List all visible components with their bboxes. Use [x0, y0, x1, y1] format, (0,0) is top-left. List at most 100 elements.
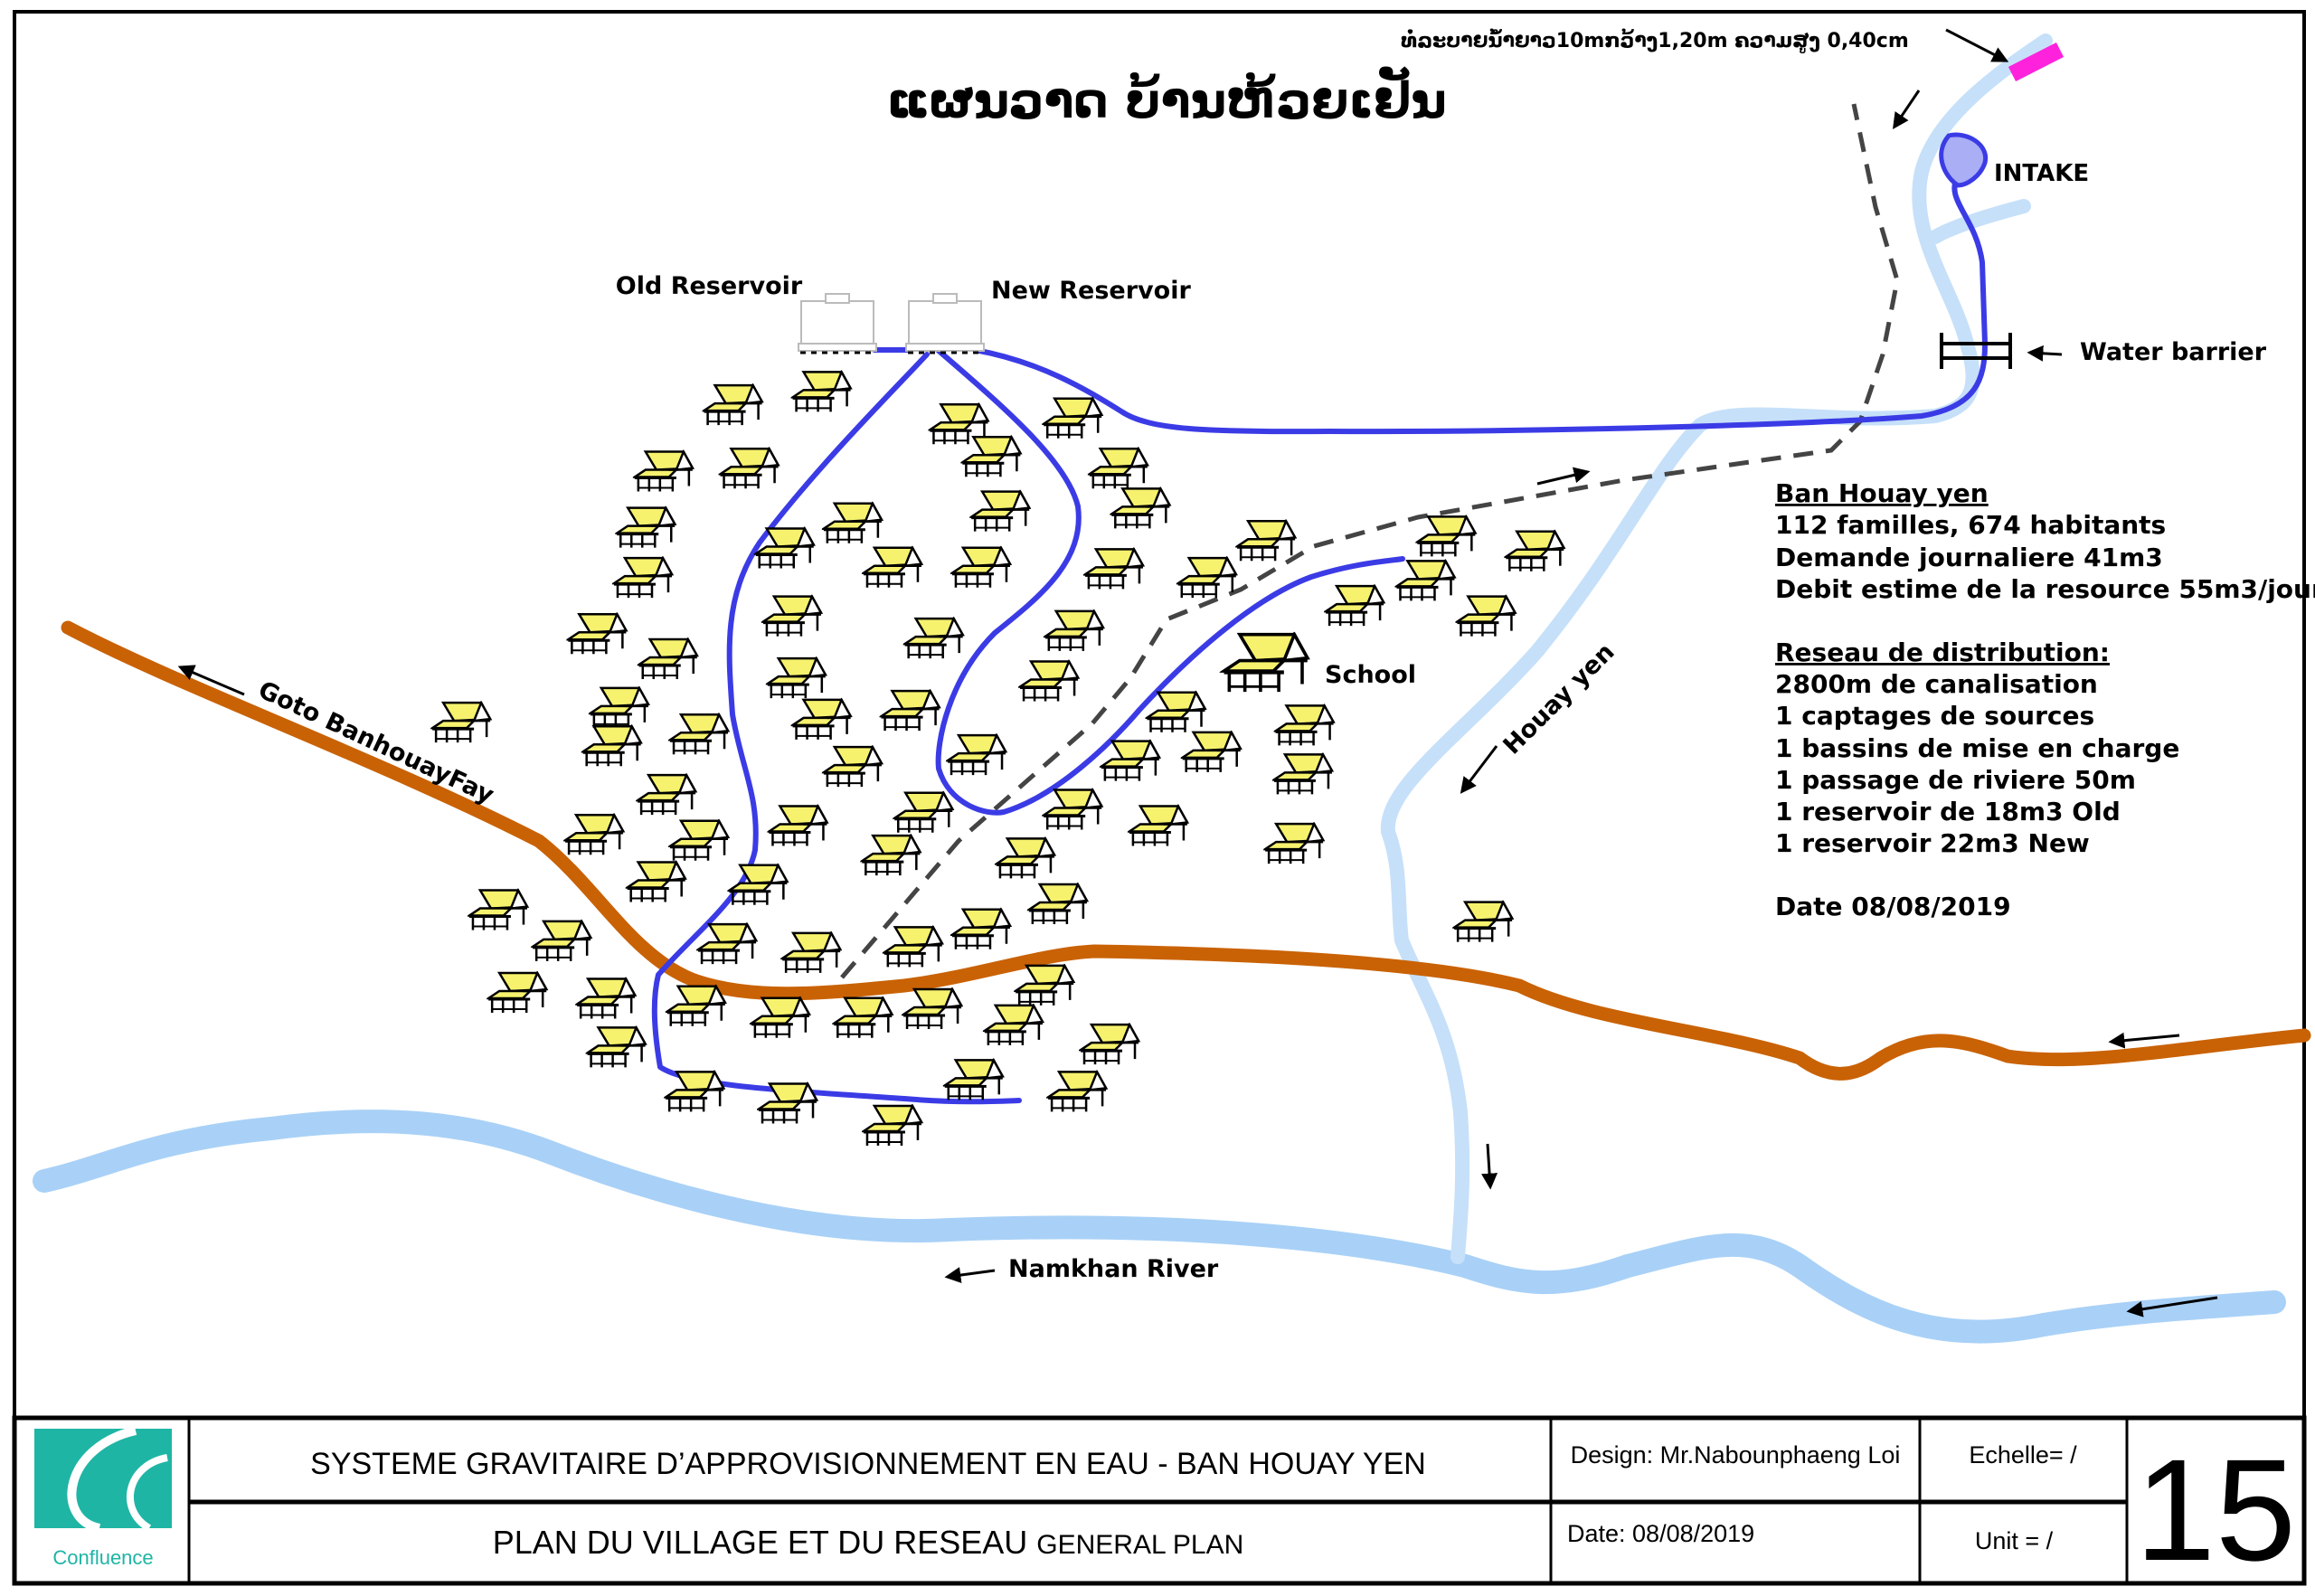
- house-icon: [1274, 704, 1336, 747]
- house-icon: [612, 556, 674, 600]
- house-icon: [487, 971, 548, 1015]
- house-icon: [883, 925, 944, 968]
- house-icon: [1235, 519, 1297, 562]
- house-icon: [761, 595, 823, 638]
- house-icon: [750, 996, 811, 1040]
- house-icon: [791, 370, 853, 413]
- house-icon: [719, 447, 780, 490]
- house-icon: [862, 546, 923, 590]
- house-icon: [626, 861, 687, 904]
- road-label: Goto BanhouayFay: [254, 676, 498, 810]
- arrow-stream-down: [1481, 1143, 1498, 1190]
- arrow-stream: [1460, 745, 1498, 794]
- house-icon: [1046, 1070, 1108, 1113]
- sheet-number: 15: [2135, 1429, 2296, 1591]
- house-icon: [1324, 584, 1385, 628]
- network-line: 2800m de canalisation: [1775, 669, 2098, 699]
- house-icon: [960, 435, 1022, 478]
- house-icon: [832, 996, 893, 1040]
- house-icon: [1394, 559, 1456, 602]
- house-icon: [969, 490, 1031, 534]
- house-icon: [615, 506, 676, 550]
- house-icon: [703, 383, 764, 427]
- network-line: 1 captages de sources: [1775, 701, 2094, 731]
- house-icon: [1176, 556, 1238, 600]
- house-icon: [636, 773, 697, 817]
- arrow-river-east: [2126, 1296, 2218, 1317]
- village-info: Ban Houay yen 112 familles, 674 habitant…: [1775, 478, 2315, 921]
- river-label: Namkhan River: [1008, 1255, 1219, 1283]
- house-icon: [943, 1058, 1005, 1101]
- designer: Design: Mr.Nabounphaeng Loi: [1571, 1441, 1901, 1469]
- network-line: 1 reservoir de 18m3 Old: [1775, 797, 2121, 826]
- house-icon: [903, 617, 965, 660]
- old-reservoir-label: Old Reservoir: [616, 272, 803, 300]
- house-icon: [822, 745, 883, 789]
- house-icon: [893, 791, 954, 835]
- arrow-dashed-path: [1892, 90, 1921, 129]
- house-icon: [995, 836, 1056, 880]
- info-date: Date 08/08/2019: [1775, 892, 2011, 921]
- house-icon: [822, 502, 883, 545]
- water-barrier-symbol: [1940, 333, 2012, 369]
- house-icon: [946, 733, 1007, 777]
- house-icon: [638, 637, 699, 681]
- house-icon: [1263, 822, 1325, 865]
- house-icon: [666, 985, 727, 1028]
- house-icon: [563, 813, 625, 856]
- drawing-date: Date: 08/08/2019: [1567, 1520, 1754, 1547]
- house-icon: [767, 804, 828, 847]
- house-icon: [468, 889, 529, 932]
- arrow-road-west: [177, 665, 245, 696]
- intake-note: ທໍ່ລະບາຍນ້ຳຍາວ10mກວ້າງ1,20m ຄວາມສູງ 0,40…: [1401, 29, 1909, 53]
- intake-weir: [2008, 42, 2065, 82]
- house-icon: [531, 920, 592, 963]
- house-icon: [1146, 691, 1207, 734]
- unit: Unit = /: [1975, 1527, 2054, 1554]
- old-reservoir: [798, 293, 877, 354]
- map-title-lao: ແຜນວາດ ບ້ານຫ້ວຍເຢັນ: [886, 66, 1446, 129]
- house-icon: [862, 1104, 923, 1147]
- village-line: Debit estime de la resource 55m3/jour: [1775, 574, 2315, 604]
- road: [61, 620, 2311, 1081]
- intake-label: INTAKE: [1994, 160, 2089, 187]
- house-icon: [1181, 731, 1243, 774]
- house-icon: [983, 1004, 1044, 1047]
- house-icon: [860, 834, 921, 877]
- house-icon: [780, 931, 842, 975]
- house-icon: [589, 686, 650, 730]
- house-icon: [575, 977, 637, 1021]
- house-icon: [1027, 883, 1089, 926]
- network-title: Reseau de distribution:: [1775, 637, 2110, 667]
- house-icon: [668, 713, 730, 756]
- house-icon: [1088, 447, 1149, 490]
- house-icon: [1455, 595, 1517, 638]
- house-icon: [696, 922, 758, 966]
- house-icon: [1079, 1023, 1140, 1066]
- village-title: Ban Houay yen: [1775, 478, 1989, 508]
- title-block: Confluence SYSTEME GRAVITAIRE D’APPROVIS…: [12, 1415, 2307, 1591]
- village-line: Demande journaliere 41m3: [1775, 543, 2163, 572]
- water-barrier-label: Water barrier: [2080, 338, 2267, 366]
- plan-title-main: PLAN DU VILLAGE ET DU RESEAU: [493, 1524, 1028, 1561]
- house-icon: [1452, 901, 1514, 944]
- houay-yen-stream: [1380, 33, 2053, 1264]
- house-icon: [1018, 659, 1080, 703]
- arrow-water-barrier: [2027, 345, 2063, 362]
- plan-title: PLAN DU VILLAGE ET DU RESEAU GENERAL PLA…: [493, 1524, 1244, 1561]
- house-icon: [1100, 740, 1161, 783]
- house-icon: [1044, 609, 1105, 653]
- east-loop-pipe: [935, 347, 1405, 816]
- scale: Echelle= /: [1969, 1441, 2077, 1469]
- houses: [430, 370, 1565, 1147]
- house-icon: [1042, 789, 1103, 832]
- house-icon: [1415, 515, 1477, 558]
- house-icon: [1042, 397, 1103, 440]
- house-icon: [1504, 530, 1565, 573]
- school-building-icon: [1224, 635, 1308, 692]
- house-icon: [1272, 752, 1334, 796]
- house-icon: [668, 819, 730, 863]
- logo-text: Confluence: [52, 1546, 153, 1569]
- footpath-dashed: [840, 103, 1900, 979]
